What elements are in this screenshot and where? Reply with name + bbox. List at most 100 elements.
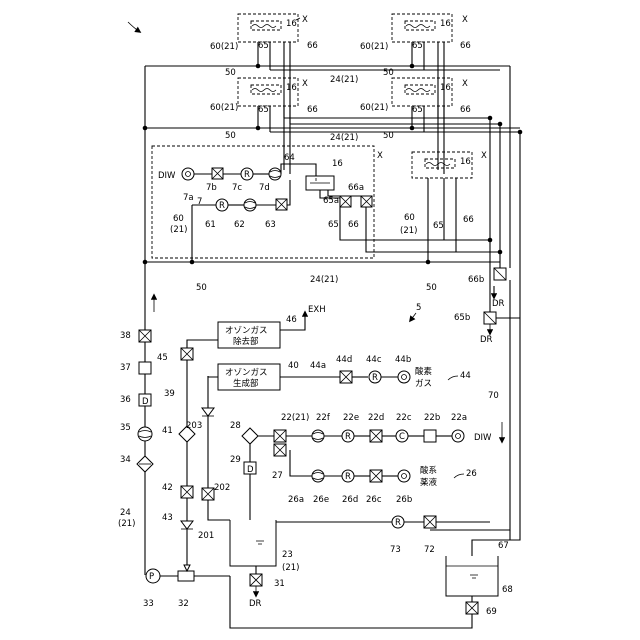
svg-text:(21): (21) [118, 519, 135, 529]
svg-text:66: 66 [307, 105, 318, 115]
svg-text:26b: 26b [396, 495, 412, 505]
svg-text:26: 26 [466, 469, 477, 479]
processing-unit-top-left: 16 X 65 66 60(21) 50 [210, 14, 318, 78]
svg-text:16: 16 [460, 157, 471, 167]
svg-text:X: X [481, 151, 487, 161]
svg-text:35: 35 [120, 423, 131, 433]
svg-text:69: 69 [486, 607, 497, 617]
svg-text:28: 28 [230, 421, 241, 431]
svg-text:203: 203 [186, 421, 202, 431]
tank-68: 68 67 69 [446, 530, 513, 617]
svg-text:16: 16 [332, 159, 343, 169]
svg-text:R: R [244, 170, 250, 180]
svg-text:65: 65 [258, 105, 269, 115]
svg-text:50: 50 [225, 68, 236, 78]
svg-text:62: 62 [234, 220, 245, 230]
ozone-generation-unit: オゾンガス 生成部 40 44a 44d R 44c 44b 酸素 ガス 44 [208, 355, 471, 390]
svg-text:16: 16 [286, 19, 297, 29]
svg-text:50: 50 [225, 131, 236, 141]
svg-text:X: X [302, 79, 308, 89]
svg-text:7d: 7d [259, 183, 270, 193]
svg-text:R: R [372, 373, 378, 383]
svg-text:オゾンガス: オゾンガス [225, 367, 268, 378]
svg-text:31: 31 [274, 579, 285, 589]
svg-text:61: 61 [205, 220, 216, 230]
svg-text:7: 7 [197, 197, 202, 207]
svg-text:65: 65 [433, 221, 444, 231]
svg-text:P: P [149, 572, 154, 582]
svg-text:22d: 22d [368, 413, 384, 423]
svg-text:33: 33 [143, 599, 154, 609]
svg-text:R: R [345, 432, 351, 442]
processing-unit-lower-right: 16 X 60 (21) 65 66 [400, 151, 487, 262]
svg-text:44c: 44c [366, 355, 382, 365]
svg-text:D: D [142, 397, 149, 407]
svg-text:43: 43 [162, 513, 173, 523]
svg-text:72: 72 [424, 545, 435, 555]
svg-text:44d: 44d [336, 355, 352, 365]
svg-text:66: 66 [460, 41, 471, 51]
label-24-21-bottom: 24(21) [310, 275, 338, 285]
svg-text:22e: 22e [343, 413, 359, 423]
supply-column: 38 37 D 36 35 34 24 (21) P 33 32 [118, 330, 230, 609]
svg-text:66: 66 [307, 41, 318, 51]
svg-text:32: 32 [178, 599, 189, 609]
figure-number [128, 22, 140, 32]
svg-text:27: 27 [272, 471, 283, 481]
svg-text:60(21): 60(21) [360, 103, 388, 113]
svg-text:36: 36 [120, 395, 131, 405]
svg-text:22a: 22a [451, 413, 467, 423]
svg-text:7a: 7a [183, 193, 194, 203]
svg-text:酸素: 酸素 [415, 366, 433, 377]
svg-text:40: 40 [288, 361, 299, 371]
svg-text:酸系: 酸系 [420, 465, 437, 476]
svg-text:X: X [462, 15, 468, 25]
svg-text:60: 60 [404, 213, 415, 223]
svg-text:X: X [302, 15, 308, 25]
svg-text:D: D [247, 465, 254, 475]
svg-text:オゾンガス: オゾンガス [225, 325, 268, 336]
svg-text:65: 65 [258, 41, 269, 51]
svg-text:65: 65 [412, 41, 423, 51]
svg-text:66b: 66b [468, 275, 484, 285]
svg-text:26d: 26d [342, 495, 358, 505]
label-50-left: 50 [196, 283, 207, 293]
svg-text:26a: 26a [288, 495, 304, 505]
svg-text:37: 37 [120, 363, 131, 373]
label-70: 70 [488, 391, 499, 401]
label-5: 5 [416, 303, 421, 313]
svg-text:C: C [399, 432, 405, 442]
svg-text:X: X [377, 151, 383, 161]
svg-text:DR: DR [480, 335, 493, 345]
svg-text:41: 41 [162, 426, 173, 436]
svg-text:22(21): 22(21) [281, 413, 309, 423]
svg-text:65b: 65b [454, 313, 470, 323]
svg-text:(21): (21) [282, 563, 299, 573]
svg-text:16: 16 [440, 19, 451, 29]
svg-text:65: 65 [412, 105, 423, 115]
svg-text:(21): (21) [400, 226, 417, 236]
svg-text:DIW: DIW [474, 433, 492, 443]
svg-text:60: 60 [173, 214, 184, 224]
svg-text:22f: 22f [316, 413, 331, 423]
svg-text:26c: 26c [366, 495, 382, 505]
label-24-21-mid: 24(21) [330, 133, 358, 143]
svg-text:66: 66 [460, 105, 471, 115]
svg-text:44b: 44b [395, 355, 411, 365]
svg-text:7b: 7b [206, 183, 217, 193]
svg-text:生成部: 生成部 [233, 378, 259, 389]
svg-text:63: 63 [265, 220, 276, 230]
svg-text:R: R [345, 472, 351, 482]
svg-text:66: 66 [348, 220, 359, 230]
svg-text:22b: 22b [424, 413, 440, 423]
svg-text:ガス: ガス [415, 378, 432, 389]
svg-text:DR: DR [492, 299, 505, 309]
svg-text:39: 39 [164, 389, 175, 399]
svg-text:7c: 7c [232, 183, 242, 193]
svg-text:DR: DR [249, 599, 262, 609]
svg-text:薬液: 薬液 [420, 477, 438, 488]
drain-valves: 66b DR 65b DR [430, 268, 520, 540]
svg-text:65a: 65a [323, 196, 339, 206]
svg-text:X: X [462, 79, 468, 89]
